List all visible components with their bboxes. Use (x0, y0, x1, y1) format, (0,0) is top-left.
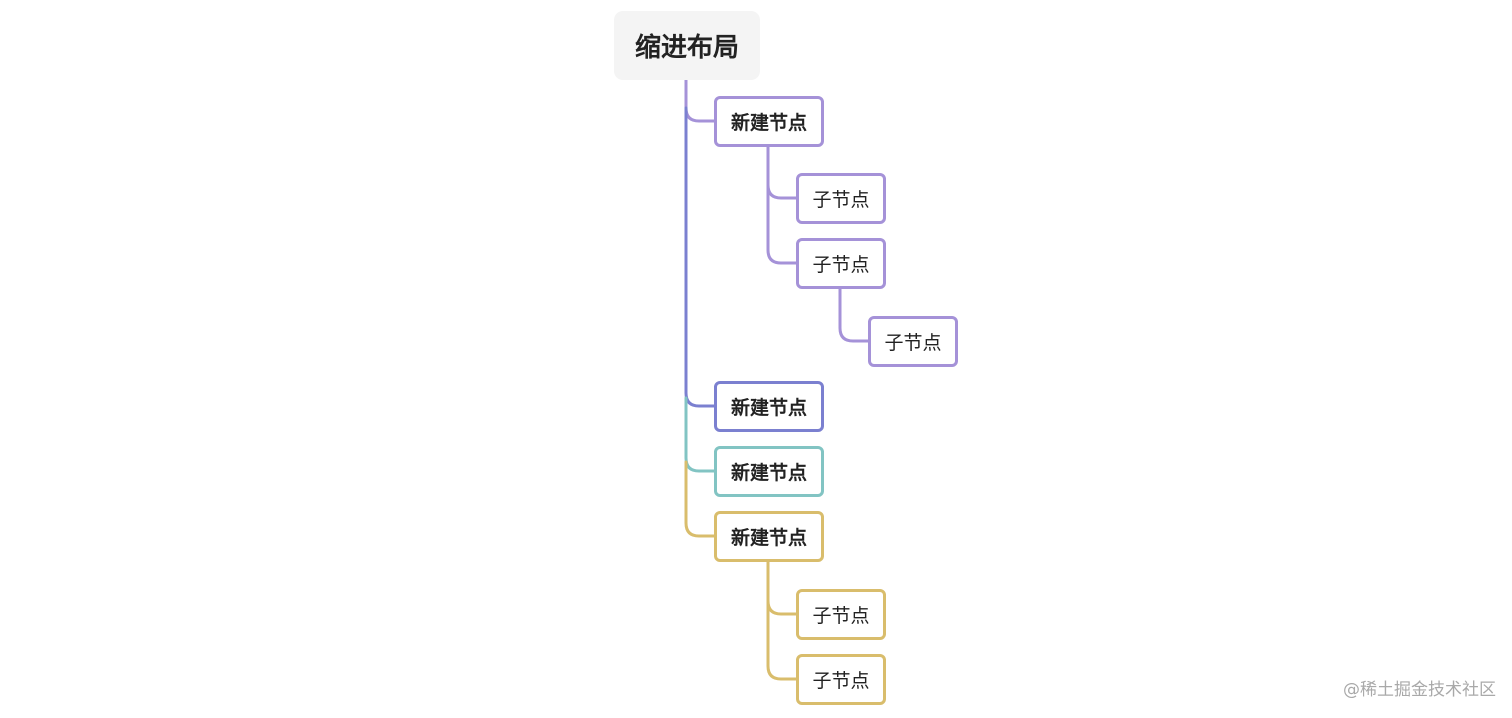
branch-node-2[interactable]: 新建节点 (714, 381, 824, 432)
watermark: @稀土掘金技术社区 (1343, 680, 1496, 700)
child-node[interactable]: 子节点 (796, 238, 886, 289)
branch-4-child-2-connector (766, 599, 798, 681)
child-node[interactable]: 子节点 (796, 173, 886, 224)
branch-node-3[interactable]: 新建节点 (714, 446, 824, 497)
branch-1-child-2-connector (766, 183, 798, 265)
branch-1-child-1-connector (766, 144, 798, 200)
trunk-segment-4 (684, 460, 716, 538)
branch-node-1[interactable]: 新建节点 (714, 96, 824, 147)
child-node[interactable]: 子节点 (796, 654, 886, 705)
grandchild-node[interactable]: 子节点 (868, 316, 958, 367)
root-node[interactable]: 缩进布局 (614, 11, 760, 80)
branch-1-grandchild-connector (838, 287, 870, 343)
trunk-segment-3 (684, 396, 716, 473)
trunk-segment-1 (684, 78, 716, 123)
trunk-segment-2 (684, 106, 716, 408)
child-node[interactable]: 子节点 (796, 589, 886, 640)
branch-4-child-1-connector (766, 559, 798, 616)
branch-node-4[interactable]: 新建节点 (714, 511, 824, 562)
